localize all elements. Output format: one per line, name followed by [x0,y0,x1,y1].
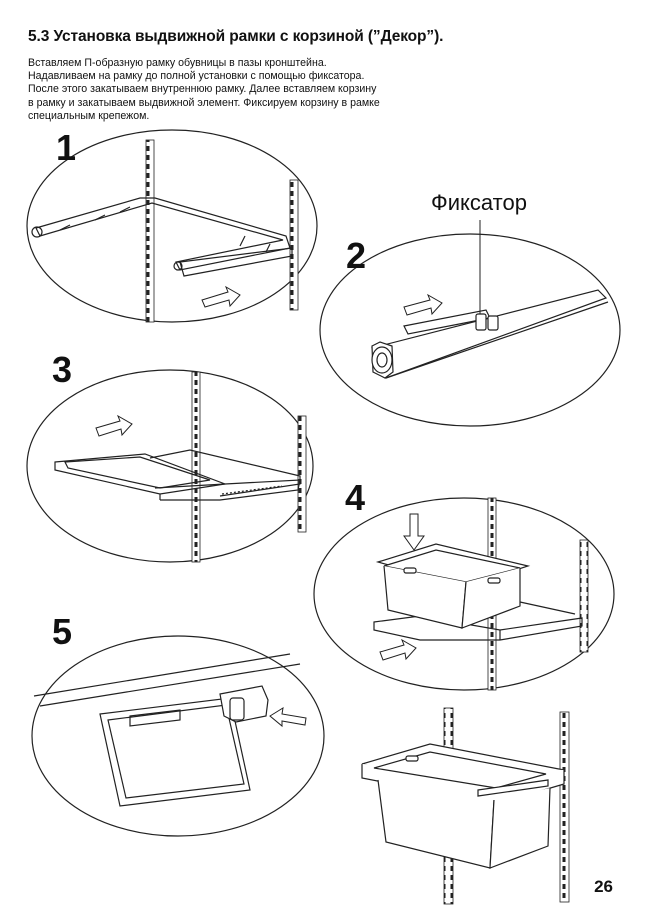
step-2-illustration [319,220,621,427]
wall-rail-icon [191,371,307,563]
arrow-icon [403,513,425,551]
page-number: 26 [594,877,613,896]
page-heading: 5.3 Установка выдвижной рамки с корзиной… [28,28,444,45]
arrow-icon [269,706,307,728]
frame-icon [371,289,609,379]
step-3-illustration [26,369,314,563]
basket-icon [361,743,565,869]
step-number-2: 2 [346,235,367,276]
frame-icon [31,197,293,277]
arrow-icon [403,293,443,316]
step-5-illustration [31,635,325,837]
instruction-line: в рамку и закатываем выдвижной элемент. … [28,96,380,109]
arrow-icon [201,285,241,308]
step-1-illustration [26,129,318,323]
clip-icon [219,685,269,723]
instruction-line: После этого закатываем внутреннюю рамку.… [28,83,377,96]
fixator-callout: Фиксатор [431,190,527,215]
instructions-text: Вставляем П-образную рамку обувницы в па… [28,57,448,123]
arrow-icon [379,638,417,661]
step-number-4: 4 [345,477,366,518]
step-number-1: 1 [56,127,77,168]
final-result-illustration [361,707,570,905]
wall-rail-icon [145,139,299,323]
step-4-illustration [313,497,615,691]
basket-icon [375,543,531,629]
instruction-line: Вставляем П-образную рамку обувницы в па… [28,57,327,69]
arrow-icon [95,414,133,437]
instruction-line: специальным крепежом. [28,109,150,122]
step-number-3: 3 [52,349,73,390]
step-number-5: 5 [52,611,73,652]
clip-icon [371,313,499,379]
frame-icon [54,449,301,501]
instruction-line: Надавливаем на рамку до полной установки… [28,70,365,83]
